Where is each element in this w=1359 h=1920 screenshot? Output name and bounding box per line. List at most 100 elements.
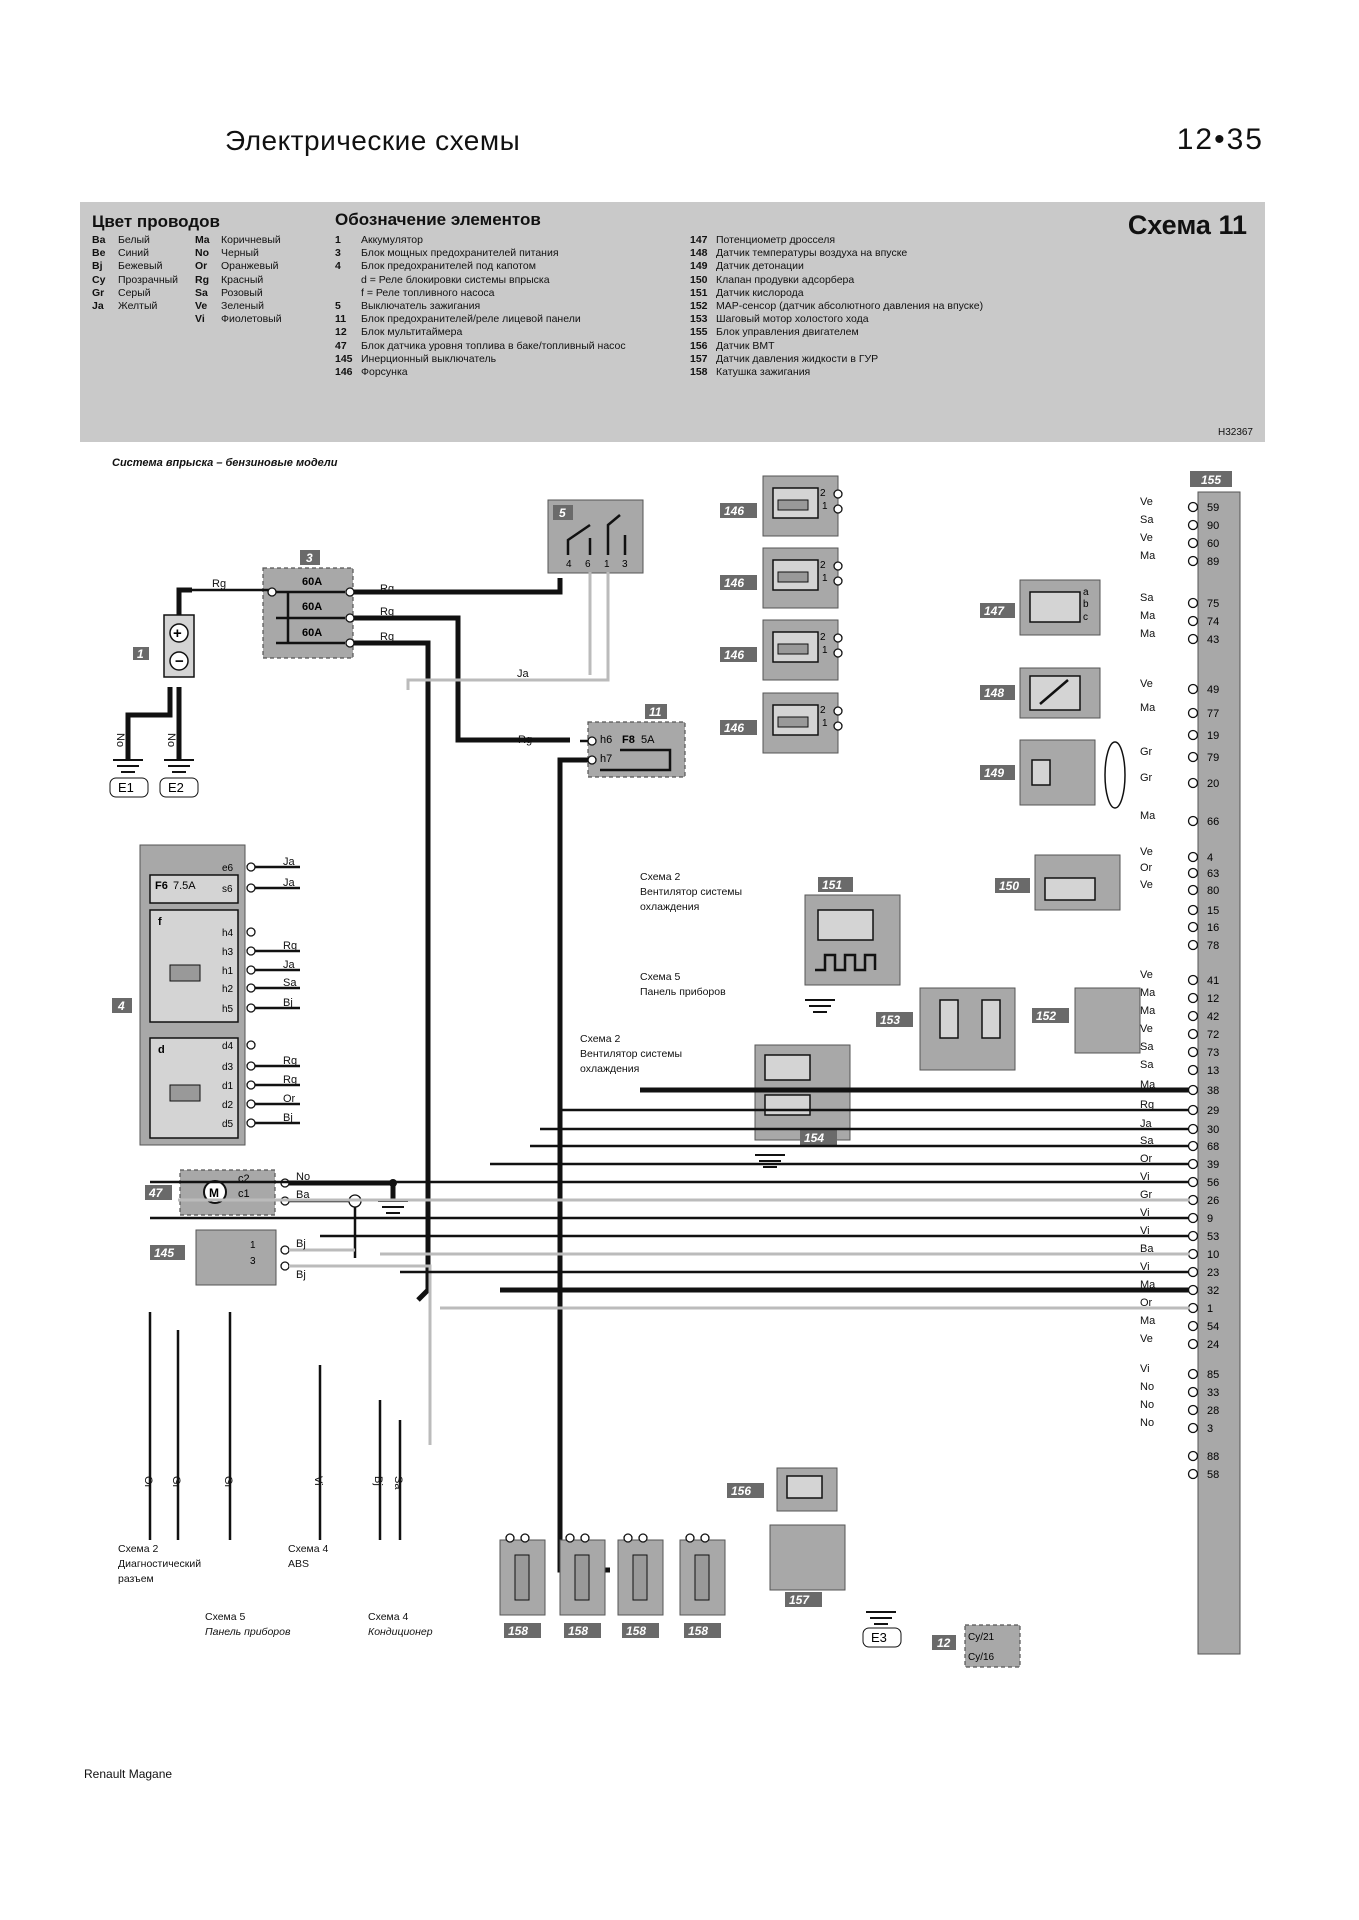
multitimer: [964, 1624, 1021, 1668]
ecu-pin-connector: [1187, 1028, 1199, 1040]
ecu-pin-wire-label: Sa: [1140, 514, 1154, 526]
ecu-label: 155: [1201, 473, 1221, 487]
wire-label: Bj: [283, 1112, 293, 1124]
svg-text:Кондиционер: Кондиционер: [368, 1626, 433, 1638]
page-number: 12•35: [1176, 123, 1264, 156]
svg-text:h6: h6: [600, 734, 612, 746]
page-title: Электрические схемы: [225, 125, 521, 156]
fusebox-pin-id: h2: [222, 984, 234, 995]
wire-label: Rg: [283, 940, 297, 952]
fusebox-pin: [246, 1080, 256, 1090]
svg-text:c2: c2: [238, 1173, 250, 1185]
ecu-pin-connector: [1187, 1140, 1199, 1152]
multitimer-label: 12: [937, 1636, 951, 1650]
ecu-pin-wire-label: Ma: [1140, 1315, 1156, 1327]
ecu-pin-connector: [1187, 867, 1199, 879]
fuse-60a-2-label: 60A: [302, 601, 322, 613]
ecu-pin-wire-label: Ma: [1140, 987, 1156, 999]
svg-text:Rg: Rg: [380, 606, 394, 618]
ecu-pin-connector: [1187, 1212, 1199, 1224]
multitimer-pin-1: Cy/21: [968, 1632, 995, 1643]
ecu-pin-number: 63: [1207, 868, 1219, 880]
ref-cooling-2: Схема 2 Вентилятор системы охлаждения: [580, 1033, 682, 1075]
ecu-pin-connector: [1187, 1404, 1199, 1416]
diagram-subtitle: Система впрыска – бензиновые модели: [112, 457, 338, 469]
ground-151-icon: [805, 999, 835, 1013]
ecu-pin-number: 90: [1207, 520, 1219, 532]
ecu-pin-connector: [1187, 1386, 1199, 1398]
fusebox-pin-id: d1: [222, 1081, 234, 1092]
ecu-pin-connector: [1187, 921, 1199, 933]
ref-diagnostic: Схема 2 Диагностический разъем: [118, 1543, 201, 1585]
fusebox-pin: [246, 965, 256, 975]
ecu-pin-number: 28: [1207, 1405, 1219, 1417]
ecu-pin-connector: [1187, 1468, 1199, 1480]
drawing-code: H32367: [1217, 427, 1253, 438]
ecu-pin-connector: [1187, 1104, 1199, 1116]
ecu-pin-number: 66: [1207, 816, 1219, 828]
ecu-pin-wire-label: No: [1140, 1399, 1154, 1411]
ignition-coil-label: 158: [626, 1624, 646, 1638]
ecu-pin-number: 88: [1207, 1451, 1219, 1463]
ecu-pin-connector: [1187, 884, 1199, 896]
svg-text:3: 3: [622, 559, 628, 570]
ecu-pin-wire-label: Ba: [1140, 1243, 1154, 1255]
fusebox-pin: [246, 946, 256, 956]
ecu-pin-connector: [1187, 1284, 1199, 1296]
ecu-pin-number: 54: [1207, 1321, 1219, 1333]
ecu-pin-wire-label: Ja: [1140, 1118, 1153, 1130]
battery-minus-symbol: −: [175, 653, 184, 670]
fusebox-pin-id: d4: [222, 1041, 234, 1052]
motor-icon: M: [209, 1186, 219, 1200]
ground-e2-label: E2: [168, 780, 184, 795]
ignition-switch-label: 5: [559, 506, 566, 520]
ecu-pin-wire-label: Rg: [1140, 1099, 1154, 1111]
svg-text:1: 1: [822, 718, 828, 729]
ecu-pin-number: 9: [1207, 1213, 1213, 1225]
ground-47-icon: [378, 1200, 408, 1214]
injector-label: 146: [724, 721, 744, 735]
ecu-pin-connector: [1187, 633, 1199, 645]
air-temp-label: 148: [984, 686, 1004, 700]
svg-text:Схема 2: Схема 2: [580, 1033, 621, 1045]
svg-text:Rg: Rg: [212, 578, 226, 590]
wire-colors-title: Цвет проводов: [92, 212, 220, 231]
wire-label: Ja: [283, 877, 296, 889]
ecu-pin-wire-label: Ve: [1140, 879, 1153, 891]
ecu-body: [1197, 491, 1241, 1655]
ecu-pin-connector: [1187, 1422, 1199, 1434]
map-sensor: [1074, 987, 1141, 1054]
ecu-pin-wire-label: Vi: [1140, 1207, 1150, 1219]
svg-text:ABS: ABS: [288, 1558, 309, 1570]
knock-sensor-label: 149: [984, 766, 1004, 780]
idle-stepper-label: 153: [880, 1013, 900, 1027]
svg-text:c: c: [1083, 612, 1088, 623]
tdc-sensor-label: 156: [731, 1484, 751, 1498]
ecu-pin-wire-label: Sa: [1140, 1041, 1154, 1053]
wire-label: Vi: [312, 1476, 324, 1486]
ecu-pin-wire-label: Ve: [1140, 969, 1153, 981]
relay-d-coil: [169, 1084, 201, 1102]
ecu-pin-connector: [1187, 597, 1199, 609]
fuse-f8-value: 5A: [641, 734, 655, 746]
ecu-pin-connector: [1187, 1084, 1199, 1096]
svg-text:1: 1: [822, 501, 828, 512]
ecu-pin-number: 78: [1207, 940, 1219, 952]
svg-text:Схема 2: Схема 2: [118, 1543, 159, 1555]
svg-text:3: 3: [250, 1256, 256, 1267]
ecu-pin-wire-label: Sa: [1140, 1135, 1154, 1147]
ecu-pin-number: 29: [1207, 1105, 1219, 1117]
ecu-pin-number: 3: [1207, 1423, 1213, 1435]
fusebox-pin-id: e6: [222, 863, 234, 874]
ref-dash-2: Схема 5 Панель приборов: [205, 1611, 291, 1638]
ignition-coil-label: 158: [688, 1624, 708, 1638]
svg-text:2: 2: [820, 488, 826, 499]
